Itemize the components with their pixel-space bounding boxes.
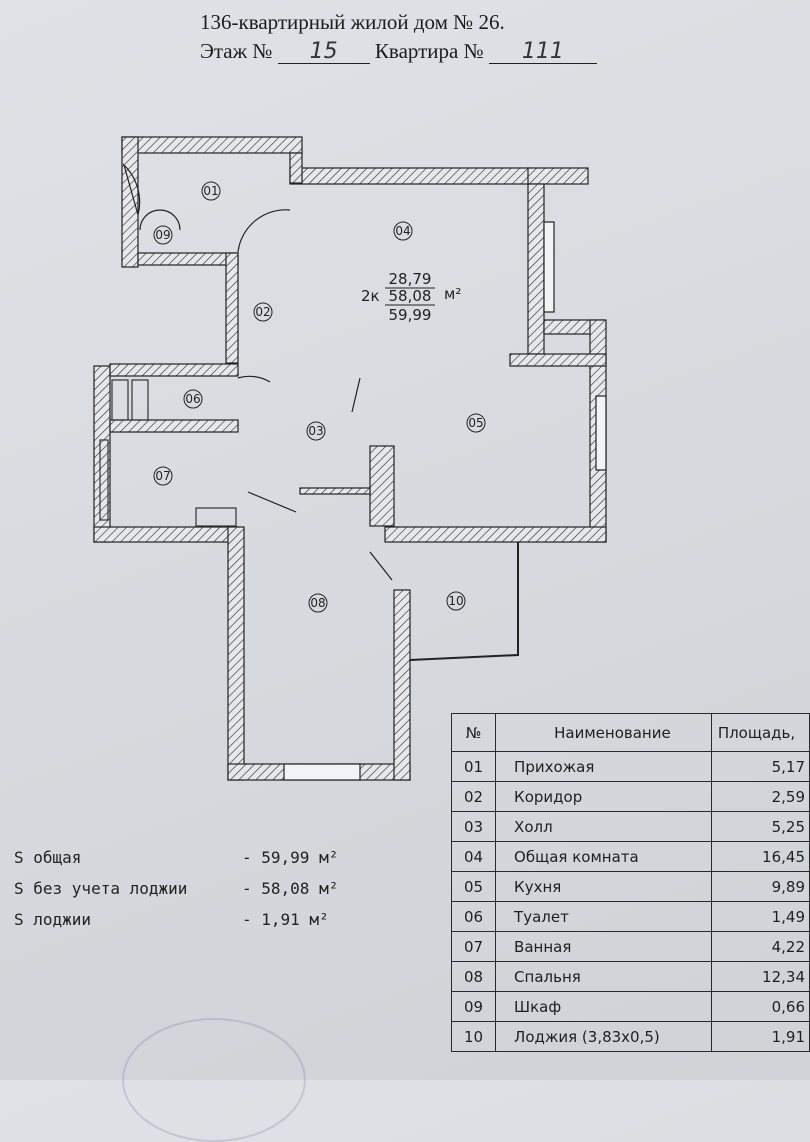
room-10: 10 — [448, 594, 463, 608]
row-number: 04 — [450, 841, 497, 872]
table-row: 09 Шкаф 0,66 — [450, 991, 810, 1022]
table-row: 08 Спальня 12,34 — [450, 961, 810, 992]
row-name: Спальня — [495, 961, 712, 992]
area-total: 59,99 — [389, 306, 432, 324]
floor-plan: 01 02 03 04 05 06 07 08 09 10 28,79 2к 5… — [93, 136, 607, 781]
apartment-label: Квартира № — [374, 39, 484, 63]
room-07: 07 — [155, 469, 170, 483]
building-title: 136-квартирный жилой дом № 26. — [200, 10, 505, 34]
room-04: 04 — [395, 224, 410, 238]
row-number: 03 — [450, 811, 497, 842]
rooms-table: № Наименование Площадь, 01 Прихожая 5,17… — [450, 713, 810, 1052]
table-row: 10 Лоджия (3,83х0,5) 1,91 — [450, 1021, 810, 1052]
table-row: 03 Холл 5,25 — [450, 811, 810, 842]
room-09: 09 — [155, 228, 170, 242]
row-name: Шкаф — [495, 991, 712, 1022]
summary-label: S общая — [14, 848, 82, 867]
plan-walls — [93, 136, 607, 781]
row-area: 1,91 — [710, 1021, 810, 1052]
table-row: 02 Коридор 2,59 — [450, 781, 810, 812]
plan-fixtures — [99, 379, 237, 527]
row-number: 02 — [450, 781, 497, 812]
area-label: 28,79 2к 58,08 м² 59,99 — [361, 270, 461, 324]
table-row: 07 Ванная 4,22 — [450, 931, 810, 962]
row-number: 01 — [450, 751, 497, 782]
summary-label: S без учета лоджии — [14, 879, 188, 898]
row-name: Коридор — [495, 781, 712, 812]
row-number: 10 — [450, 1021, 497, 1052]
row-name: Прихожая — [495, 751, 712, 782]
area-room-count: 2к — [361, 287, 380, 305]
header-number: № — [450, 713, 497, 752]
room-05: 05 — [468, 416, 483, 430]
area-no-loggia: 58,08 — [389, 287, 432, 305]
row-number: 07 — [450, 931, 497, 962]
summary-row: S без учета лоджии - 58,08 м² — [14, 879, 414, 910]
row-area: 4,22 — [710, 931, 810, 962]
row-name: Туалет — [495, 901, 712, 932]
row-area: 12,34 — [710, 961, 810, 992]
room-08: 08 — [310, 596, 325, 610]
row-number: 09 — [450, 991, 497, 1022]
area-living: 28,79 — [389, 270, 432, 288]
room-01: 01 — [203, 184, 218, 198]
summary-value: - 1,91 м² — [242, 910, 329, 929]
summary-value: - 58,08 м² — [242, 879, 339, 898]
plan-doors — [122, 162, 393, 581]
row-number: 05 — [450, 871, 497, 902]
plan-windows — [283, 221, 607, 781]
summary-row: S общая - 59,99 м² — [14, 848, 414, 879]
document-header: 136-квартирный жилой дом № 26. Этаж № 15… — [200, 8, 760, 66]
row-name: Холл — [495, 811, 712, 842]
row-area: 5,17 — [710, 751, 810, 782]
row-area: 1,49 — [710, 901, 810, 932]
header-name: Наименование — [495, 713, 712, 752]
table-row: 04 Общая комната 16,45 — [450, 841, 810, 872]
row-name: Лоджия (3,83х0,5) — [495, 1021, 712, 1052]
floor-value: 15 — [277, 41, 370, 64]
room-02: 02 — [255, 305, 270, 319]
row-number: 08 — [450, 961, 497, 992]
row-number: 06 — [450, 901, 497, 932]
floor-label: Этаж № — [200, 39, 273, 63]
table-row: 01 Прихожая 5,17 — [450, 751, 810, 782]
row-area: 0,66 — [710, 991, 810, 1022]
room-03: 03 — [308, 424, 323, 438]
room-06: 06 — [185, 392, 200, 406]
area-unit: м² — [444, 285, 461, 303]
plan-loggia-outline — [409, 542, 519, 661]
floor-apartment-line: Этаж № 15 Квартира № 111 — [200, 37, 760, 66]
header-area: Площадь, — [710, 713, 810, 752]
row-name: Общая комната — [495, 841, 712, 872]
row-name: Кухня — [495, 871, 712, 902]
area-summary: S общая - 59,99 м² S без учета лоджии - … — [14, 848, 414, 941]
summary-row: S лоджии - 1,91 м² — [14, 910, 414, 941]
apartment-value: 111 — [488, 41, 597, 64]
room-markers: 01 02 03 04 05 06 07 08 09 10 — [153, 181, 486, 613]
table-row: 05 Кухня 9,89 — [450, 871, 810, 902]
row-area: 5,25 — [710, 811, 810, 842]
summary-label: S лоджии — [14, 910, 92, 929]
table-header-row: № Наименование Площадь, — [450, 713, 810, 752]
stamp-seal — [122, 1018, 306, 1142]
row-area: 16,45 — [710, 841, 810, 872]
row-area: 2,59 — [710, 781, 810, 812]
summary-value: - 59,99 м² — [242, 848, 339, 867]
row-name: Ванная — [495, 931, 712, 962]
table-row: 06 Туалет 1,49 — [450, 901, 810, 932]
row-area: 9,89 — [710, 871, 810, 902]
